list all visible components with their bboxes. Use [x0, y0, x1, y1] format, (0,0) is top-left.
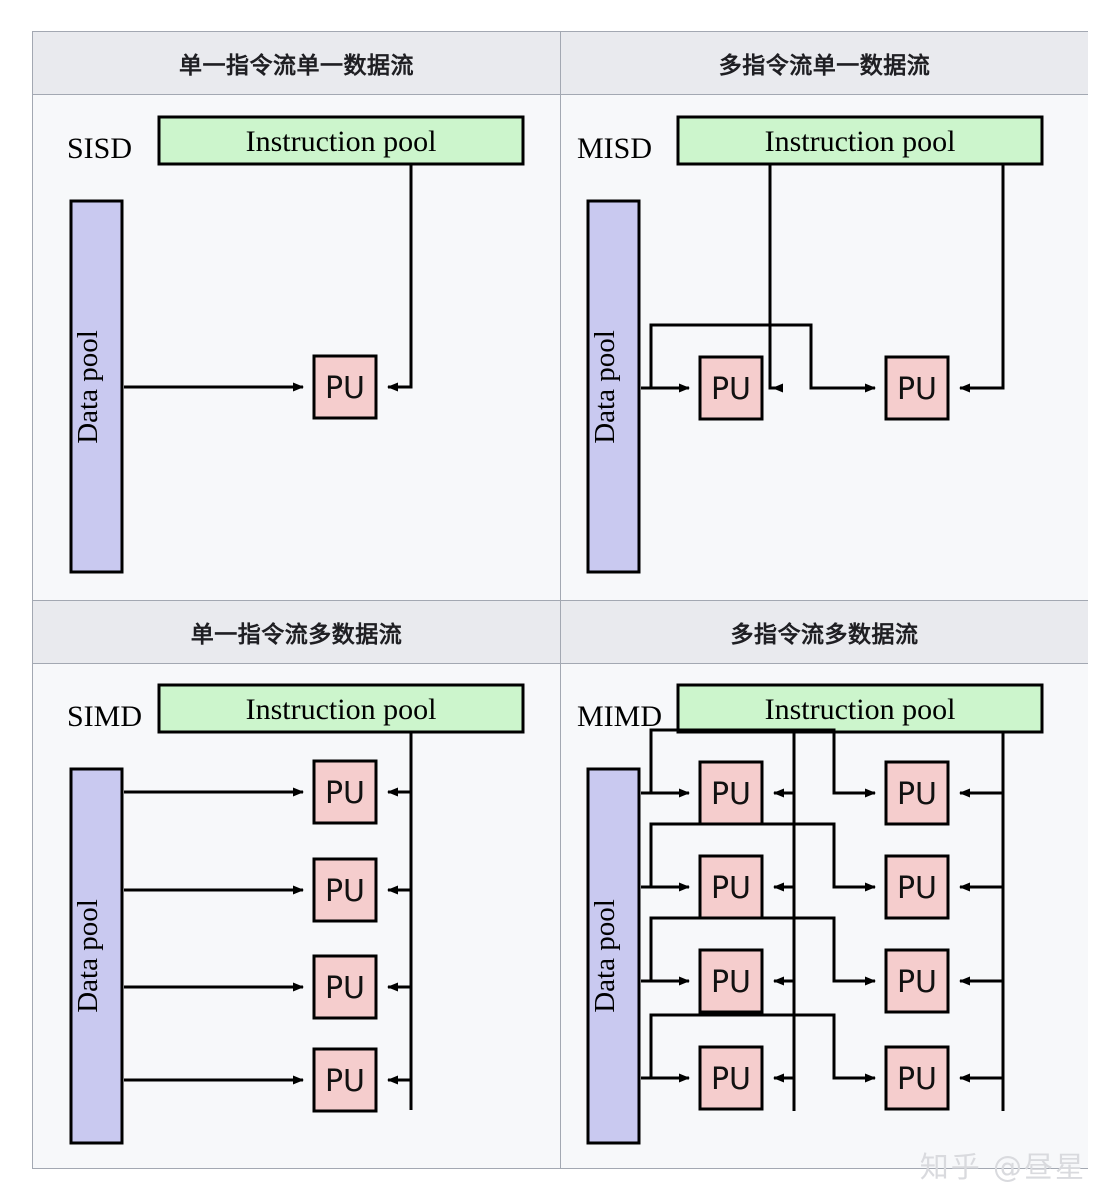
simd-pu-2-label: PU: [325, 874, 365, 909]
mimd-pu-r2c2-box: [884, 854, 950, 920]
header-misd-label: 多指令流单一数据流: [718, 53, 931, 79]
header-simd: 单一指令流多数据流: [33, 601, 561, 664]
header-misd: 多指令流单一数据流: [561, 32, 1088, 95]
sisd-pu-1-label: PU: [325, 371, 365, 406]
misd-data-pool-box: [586, 199, 641, 574]
sisd-pu-1-box: [312, 354, 378, 420]
misd-data-edge-2: [649, 323, 876, 393]
mimd-acronym: MIMD: [577, 700, 662, 733]
mimd-instruction-pool-box: [676, 683, 1044, 734]
sisd-diagram: SISD Instruction pool Data pool PU: [67, 115, 525, 574]
misd-pu-2-label: PU: [897, 372, 937, 407]
simd-pu-1-label: PU: [325, 776, 365, 811]
misd-instruction-edge-2: [959, 165, 1005, 393]
mimd-pu-r1c1-label: PU: [711, 777, 751, 812]
misd-acronym: MISD: [577, 132, 652, 165]
simd-pu-3-box: [312, 954, 378, 1020]
simd-instruction-pool-box: [157, 683, 525, 734]
mimd-pu-r2c1-box: [698, 854, 764, 920]
sisd-acronym: SISD: [67, 132, 132, 165]
mimd-data-edge-r4c2: [649, 1013, 876, 1083]
mimd-pu-r4c1-label: PU: [711, 1062, 751, 1097]
simd-data-pool-box: [69, 767, 124, 1145]
mimd-pu-r1c2-label: PU: [897, 777, 937, 812]
sisd-instruction-pool-box: [157, 115, 525, 166]
mimd-data-pool-box: [586, 767, 641, 1145]
simd-data-pool-label: Data pool: [72, 899, 104, 1013]
header-sisd-label: 单一指令流单一数据流: [179, 53, 414, 79]
misd-instruction-pool-label: Instruction pool: [765, 125, 956, 158]
mimd-data-edge-r3c2: [649, 916, 876, 986]
mimd-pu-r3c1-label: PU: [711, 965, 751, 1000]
mimd-pu-r4c1-box: [698, 1045, 764, 1111]
mimd-data-pool-label: Data pool: [589, 899, 621, 1013]
mimd-data-edge-r2c2: [649, 822, 876, 892]
simd-pu-2-box: [312, 857, 378, 923]
simd-diagram: SIMD Instruction pool Data pool PU PU: [67, 683, 525, 1145]
header-simd-label: 单一指令流多数据流: [190, 622, 403, 648]
simd-pu-4-box: [312, 1047, 378, 1113]
sisd-data-pool-label: Data pool: [72, 330, 104, 444]
simd-pu-3-label: PU: [325, 971, 365, 1006]
mimd-data-edge-r1c2: [649, 728, 876, 798]
sisd-instruction-edge-1: [387, 165, 413, 392]
simd-acronym: SIMD: [67, 700, 142, 733]
mimd-instruction-pool-label: Instruction pool: [765, 693, 956, 726]
mimd-pu-r3c2-label: PU: [897, 965, 937, 1000]
mimd-pu-r3c1-box: [698, 948, 764, 1014]
simd-pu-4-label: PU: [325, 1064, 365, 1099]
misd-instruction-bus-1: [768, 165, 774, 390]
misd-pu-2-box: [884, 355, 950, 421]
simd-instruction-pool-label: Instruction pool: [246, 693, 437, 726]
mimd-pu-r2c2-label: PU: [897, 871, 937, 906]
simd-pu-1-box: [312, 759, 378, 825]
sisd-instruction-pool-label: Instruction pool: [246, 125, 437, 158]
mimd-pu-r4c2-box: [884, 1045, 950, 1111]
watermark: 知乎 @昼星: [919, 1150, 1086, 1184]
misd-pu-1-box: [698, 355, 764, 421]
cell-sisd: SISD Instruction pool Data pool PU: [33, 95, 561, 601]
misd-diagram: MISD Instruction pool Data pool PU PU: [577, 115, 1044, 574]
mimd-pu-r1c2-box: [884, 760, 950, 826]
cell-misd: MISD Instruction pool Data pool PU PU: [561, 95, 1088, 601]
cell-simd: SIMD Instruction pool Data pool PU PU: [33, 664, 561, 1168]
mimd-pu-r2c1-label: PU: [711, 871, 751, 906]
mimd-diagram: MIMD Instruction pool Data pool PU PU: [577, 683, 1044, 1145]
misd-pu-1-label: PU: [711, 372, 751, 407]
misd-instruction-pool-box: [676, 115, 1044, 166]
header-mimd: 多指令流多数据流: [561, 601, 1088, 664]
sisd-data-pool-box: [69, 199, 124, 574]
header-mimd-label: 多指令流多数据流: [730, 622, 919, 648]
misd-data-pool-label: Data pool: [589, 330, 621, 444]
mimd-pu-r3c2-box: [884, 948, 950, 1014]
header-sisd: 单一指令流单一数据流: [33, 32, 561, 95]
cell-mimd: MIMD Instruction pool Data pool PU PU: [561, 664, 1088, 1168]
mimd-pu-r4c2-label: PU: [897, 1062, 937, 1097]
taxonomy-table: 单一指令流单一数据流 多指令流单一数据流 SISD Instruction po…: [32, 31, 1088, 1169]
